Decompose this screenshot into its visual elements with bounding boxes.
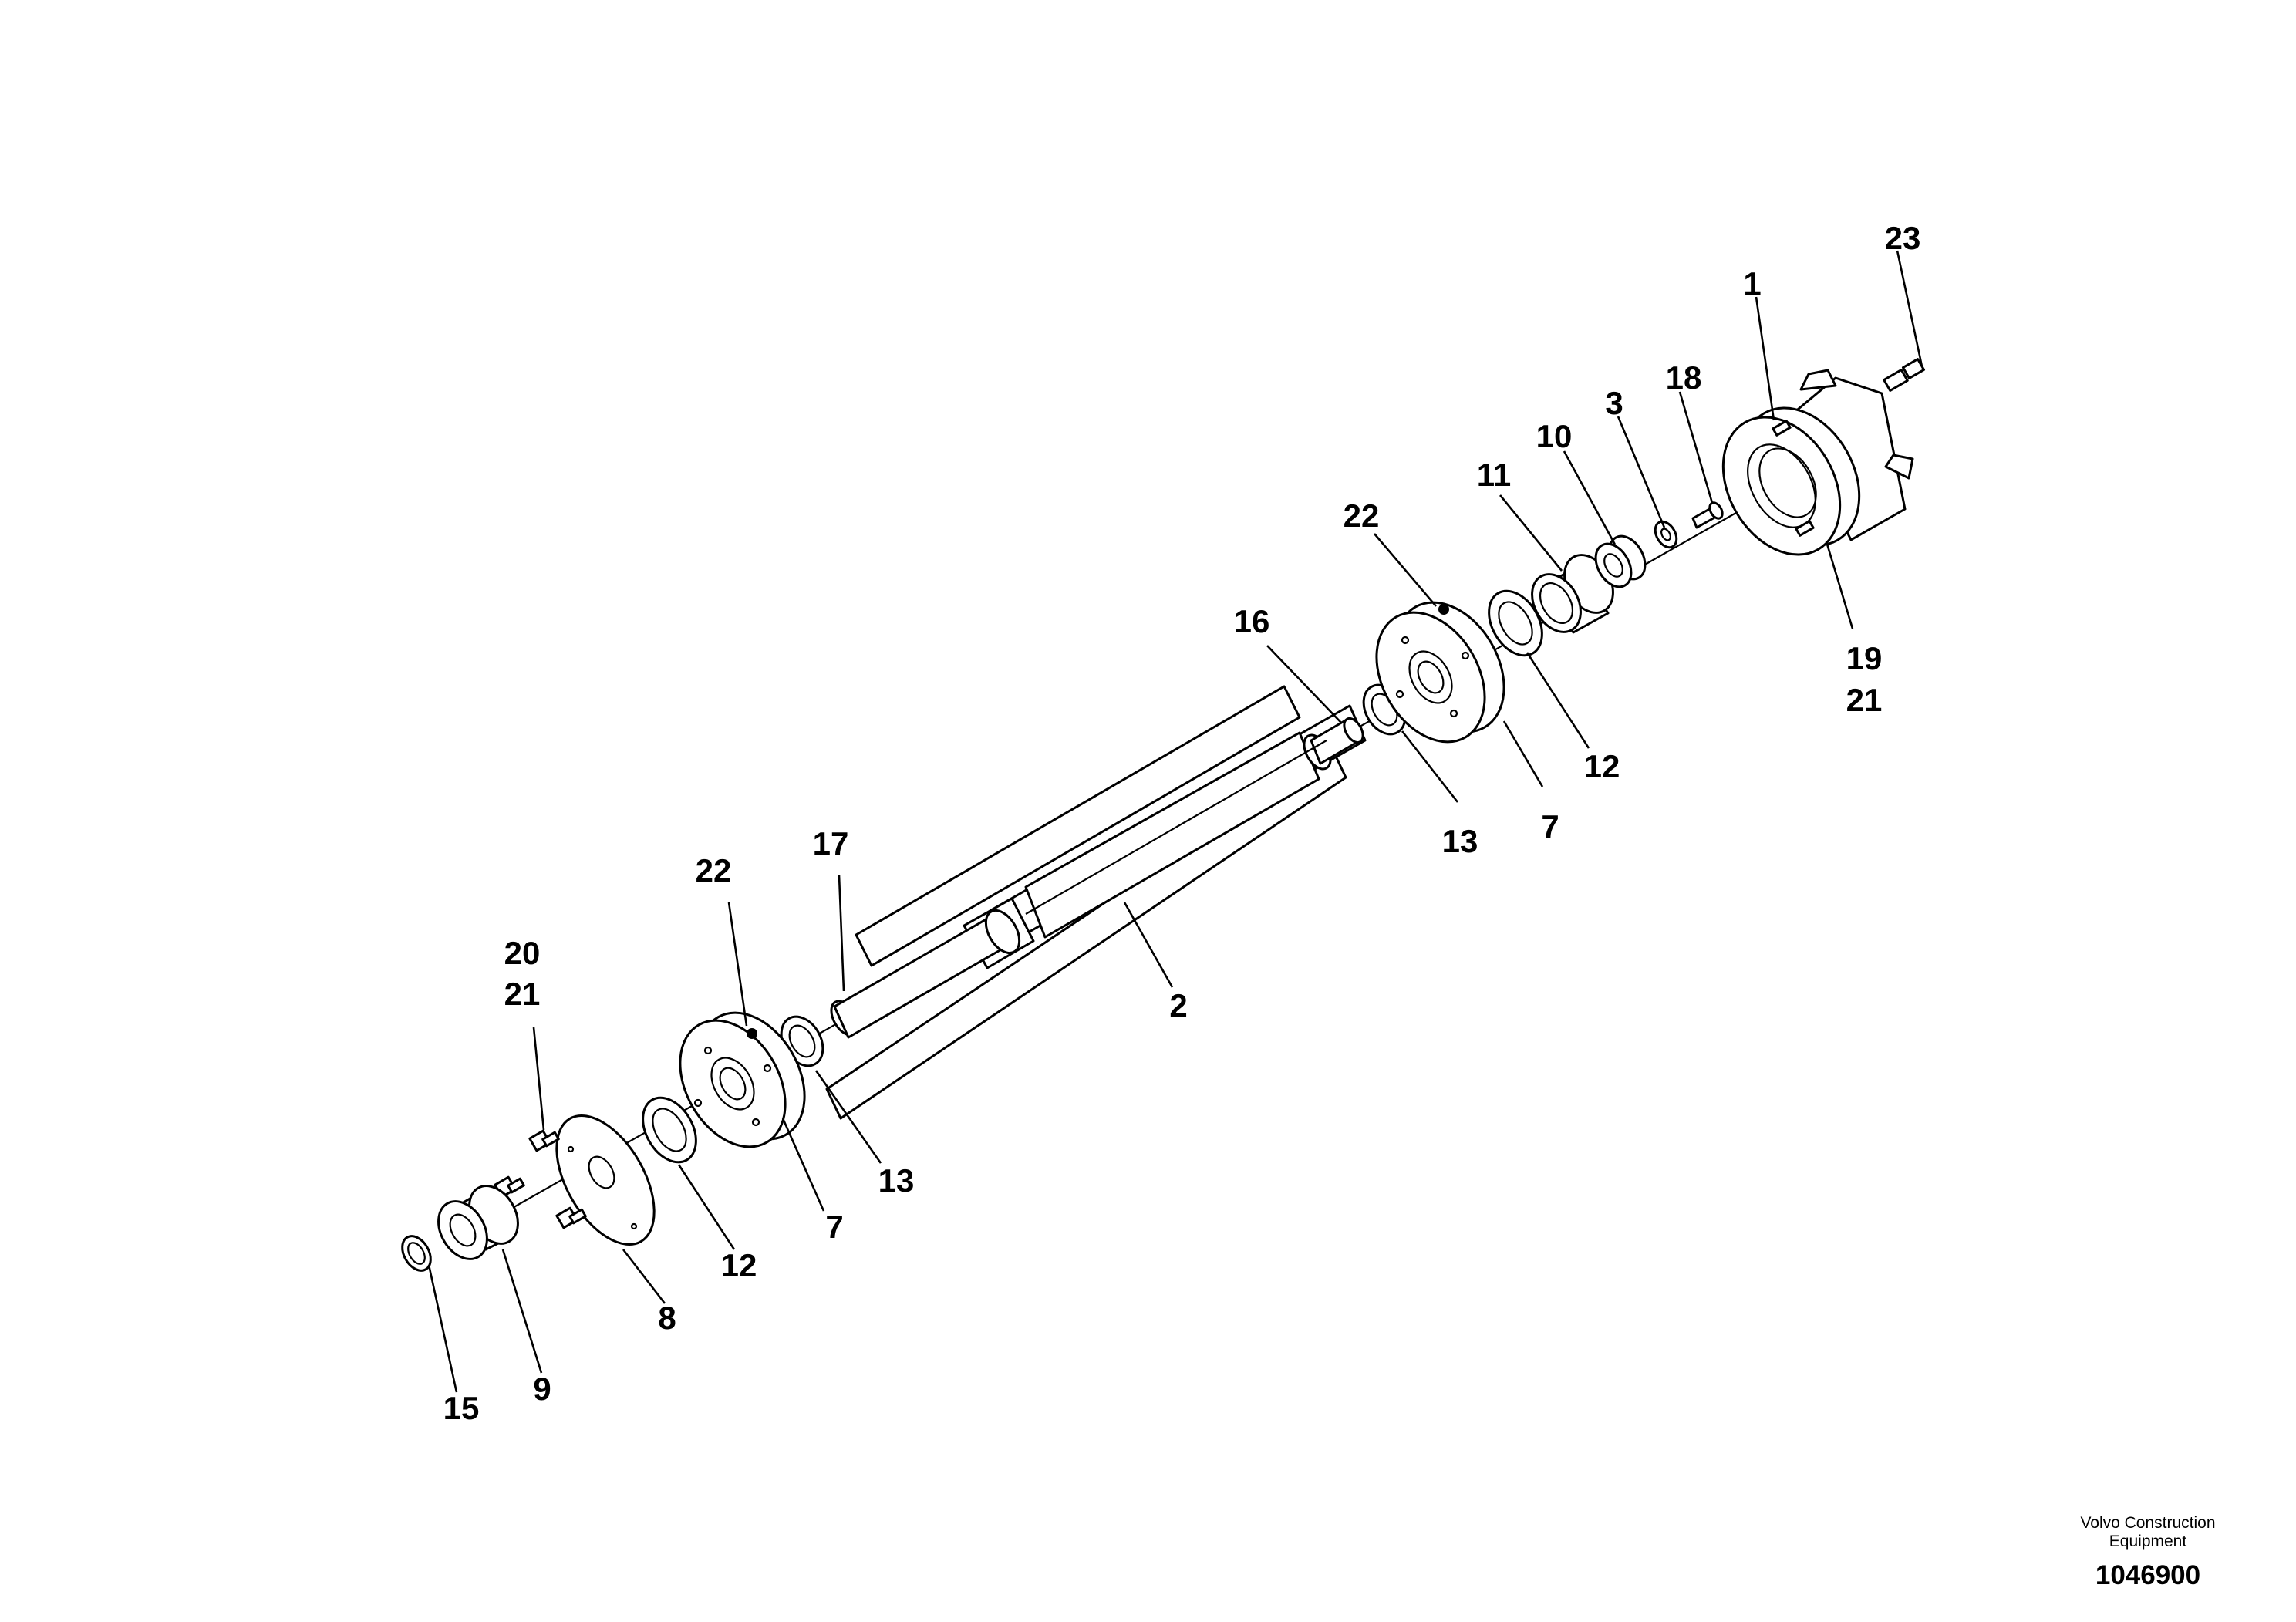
washer-3 (1654, 520, 1678, 549)
callout-labels: 23 1 18 3 10 11 22 16 19 21 12 7 13 17 2… (443, 220, 1921, 1426)
bushing-9 (437, 1185, 519, 1260)
label-11: 11 (1477, 457, 1511, 493)
bolt-20-c (555, 1206, 587, 1229)
label-22-lower: 22 (696, 852, 732, 889)
label-13-upper: 13 (1442, 823, 1478, 859)
label-2: 2 (1169, 987, 1187, 1023)
label-10: 10 (1536, 418, 1573, 454)
publisher-name-line1: Volvo Construction (2080, 1514, 2216, 1532)
label-15: 15 (443, 1390, 480, 1426)
label-12-lower: 12 (721, 1247, 757, 1283)
fitting-23 (1883, 358, 1926, 392)
label-12-upper: 12 (1584, 748, 1620, 784)
publisher-name-line2: Equipment (2109, 1533, 2187, 1550)
shaft-part (825, 685, 1367, 1120)
label-13-lower: 13 (878, 1162, 915, 1199)
label-18: 18 (1666, 359, 1702, 396)
label-21-left: 21 (504, 976, 541, 1012)
label-7-lower: 7 (825, 1209, 843, 1245)
bolt-20-a (528, 1129, 560, 1152)
label-1: 1 (1743, 265, 1761, 302)
label-9: 9 (533, 1371, 551, 1407)
label-17: 17 (813, 825, 849, 862)
sleeve-11 (1531, 554, 1614, 634)
illustration-number: 1046900 (2095, 1560, 2201, 1590)
washer-12-lower (642, 1096, 697, 1164)
label-3: 3 (1605, 385, 1623, 421)
flange-housing-7-upper (1375, 601, 1505, 744)
label-16: 16 (1234, 603, 1270, 639)
label-21-right: 21 (1846, 682, 1883, 718)
leader-lines (427, 250, 1923, 1393)
bushing-10 (1594, 534, 1647, 588)
gear-housing-1 (1721, 369, 1914, 556)
label-7-upper: 7 (1541, 808, 1559, 845)
pin-18 (1691, 501, 1724, 529)
label-8: 8 (658, 1300, 676, 1336)
label-19: 19 (1846, 640, 1883, 676)
label-23: 23 (1885, 220, 1921, 256)
publisher-credit: Volvo Construction Equipment 1046900 (2048, 1514, 2248, 1591)
flange-housing-7-lower (679, 1011, 806, 1148)
label-22-upper: 22 (1344, 497, 1380, 534)
label-20: 20 (504, 935, 541, 971)
